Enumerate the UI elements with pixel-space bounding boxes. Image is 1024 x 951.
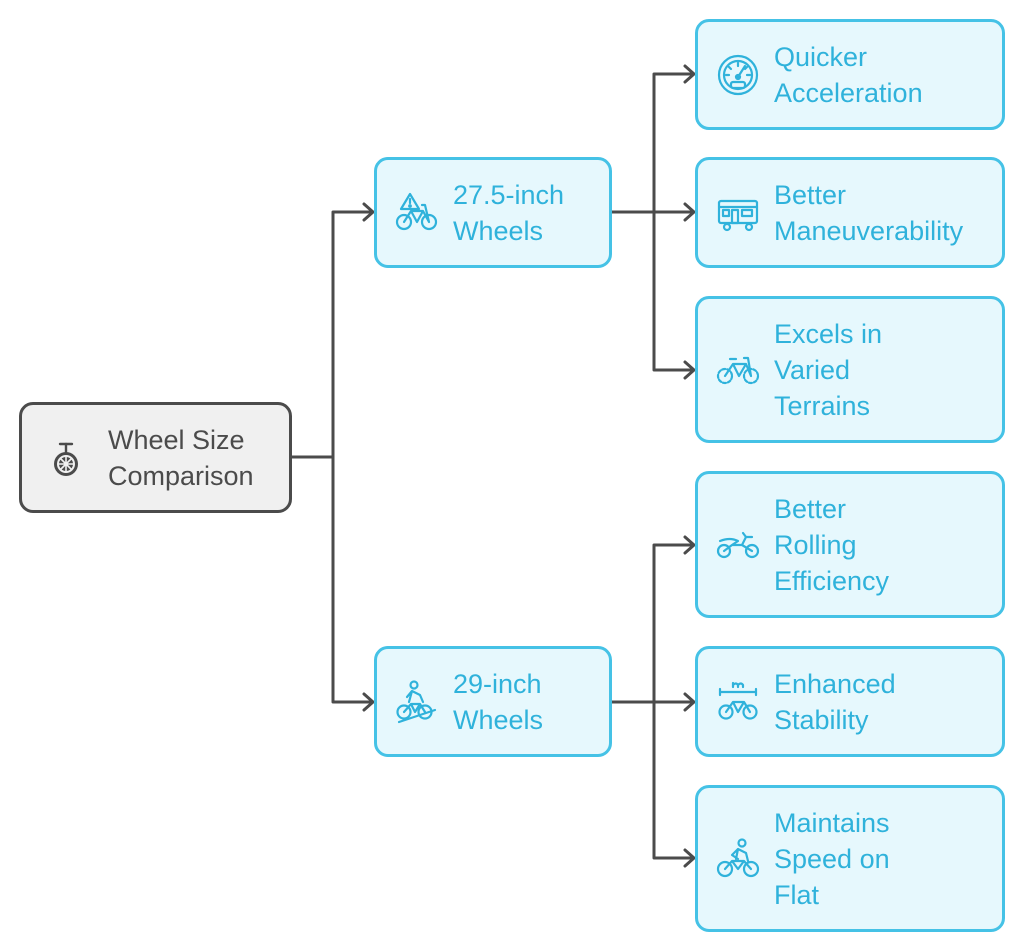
branch-27-5-inch-wheels[interactable]: 27.5-inch Wheels xyxy=(374,157,612,268)
leaf-label: Better Maneuverability xyxy=(774,179,964,246)
root-label: Wheel Size Comparison xyxy=(108,424,254,491)
leaf-enhanced-stability[interactable]: Enhanced Stability xyxy=(695,646,1005,757)
branch-label: 27.5-inch Wheels xyxy=(453,179,565,246)
branch-29-inch-wheels[interactable]: 29-inch Wheels xyxy=(374,646,612,757)
cyclist-icon xyxy=(712,833,764,885)
camper-van-icon xyxy=(712,187,764,239)
leaf-label: Enhanced Stability xyxy=(774,668,896,735)
leaf-maintains-speed-on-flat[interactable]: Maintains Speed on Flat xyxy=(695,785,1005,932)
mountain-bike-icon xyxy=(712,344,764,396)
bike-warning-icon xyxy=(391,187,443,239)
unicycle-icon xyxy=(40,432,92,484)
leaf-label: Maintains Speed on Flat xyxy=(774,807,890,910)
downhill-cyclist-icon xyxy=(391,676,443,728)
leaf-excels-in-varied-terrains[interactable]: Excels in Varied Terrains xyxy=(695,296,1005,443)
root-node[interactable]: Wheel Size Comparison xyxy=(19,402,292,513)
leaf-better-maneuverability[interactable]: Better Maneuverability xyxy=(695,157,1005,268)
leaf-label: Excels in Varied Terrains xyxy=(774,318,883,421)
bike-measure-icon xyxy=(712,676,764,728)
leaf-label: Quicker Acceleration xyxy=(774,41,923,108)
leaf-quicker-acceleration[interactable]: Quicker Acceleration xyxy=(695,19,1005,130)
branch-label: 29-inch Wheels xyxy=(453,668,544,735)
speedometer-icon xyxy=(712,49,764,101)
leaf-label: Better Rolling Efficiency xyxy=(774,493,890,596)
motorbike-icon xyxy=(712,519,764,571)
leaf-better-rolling-efficiency[interactable]: Better Rolling Efficiency xyxy=(695,471,1005,618)
